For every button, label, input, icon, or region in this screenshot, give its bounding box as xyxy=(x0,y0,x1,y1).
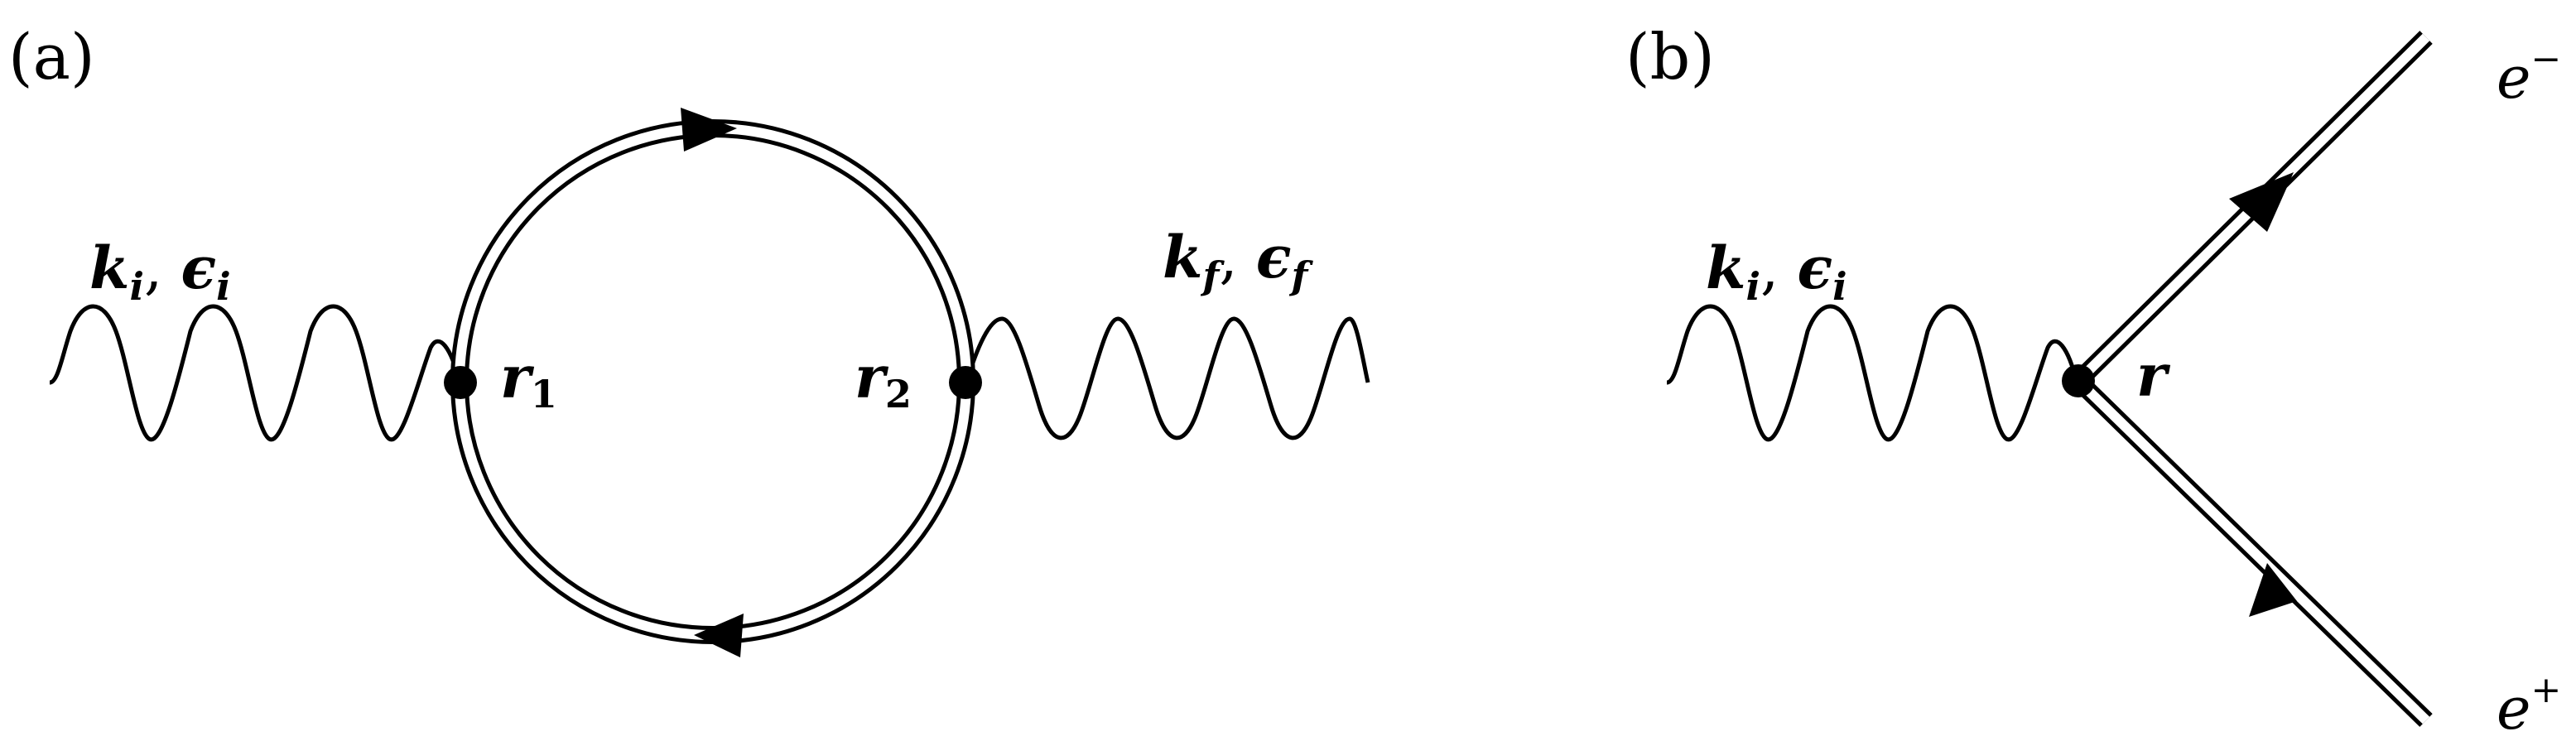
panel-a: (a) ki, ϵi kf, ϵf r1 r2 xyxy=(8,20,1370,657)
panel-a-epsf-subscript: f xyxy=(1288,253,1313,298)
panel-a-outgoing-photon-line xyxy=(964,316,1370,440)
panel-a-vertex-r2 xyxy=(949,366,982,399)
panel-a-k-subscript: i xyxy=(130,264,144,309)
panel-a-epsilon-symbol: ϵ xyxy=(181,233,217,302)
panel-a-vertex-r1 xyxy=(444,366,477,399)
panel-a-outgoing-photon-label: kf, ϵf xyxy=(1163,223,1313,298)
panel-b-vertex-r xyxy=(2062,364,2095,397)
panel-b-separator: , xyxy=(1760,234,1798,302)
panel-b-k-subscript: i xyxy=(1746,264,1760,309)
panel-b-epsilon-symbol: ϵ xyxy=(1798,233,1833,302)
panel-b-incoming-photon-line xyxy=(1666,304,2079,442)
panel-a-incoming-photon-label: ki, ϵi xyxy=(89,233,231,309)
panel-b-electron-label: e− xyxy=(2497,38,2561,112)
panel-a-vertex-r1-label: r1 xyxy=(500,343,557,416)
panel-a-incoming-photon-line xyxy=(49,304,462,442)
panel-a-epsilon-subscript: i xyxy=(216,264,230,309)
panel-b-incoming-photon-label: ki, ϵi xyxy=(1706,233,1847,309)
panel-b-positron-line-inner xyxy=(2074,377,2430,724)
panel-a-k-symbol: k xyxy=(89,233,130,302)
panel-b-positron-label: e+ xyxy=(2497,669,2561,743)
panel-b-k-symbol: k xyxy=(1706,233,1746,302)
panel-a-top-arrow xyxy=(681,108,737,152)
panel-a-kf-symbol: k xyxy=(1163,223,1203,291)
panel-a-vertex-r2-label: r2 xyxy=(855,343,912,416)
panel-a-label: (a) xyxy=(8,20,95,94)
panel-b-vertex-r-label: r xyxy=(2136,341,2171,410)
panel-a-separator: , xyxy=(144,234,181,302)
panel-b-positron-arrow xyxy=(2249,563,2297,617)
panel-b-label: (b) xyxy=(1625,20,1715,94)
panel-b-electron-arrow xyxy=(2229,172,2294,232)
panel-a-bottom-arrow xyxy=(694,614,744,657)
panel-a-kf-separator: , xyxy=(1219,224,1256,291)
panel-a-epsf-symbol: ϵ xyxy=(1256,223,1292,291)
panel-b: (b) ki, ϵi r e− e+ xyxy=(1625,20,2561,743)
panel-b-epsilon-subscript: i xyxy=(1832,264,1847,309)
